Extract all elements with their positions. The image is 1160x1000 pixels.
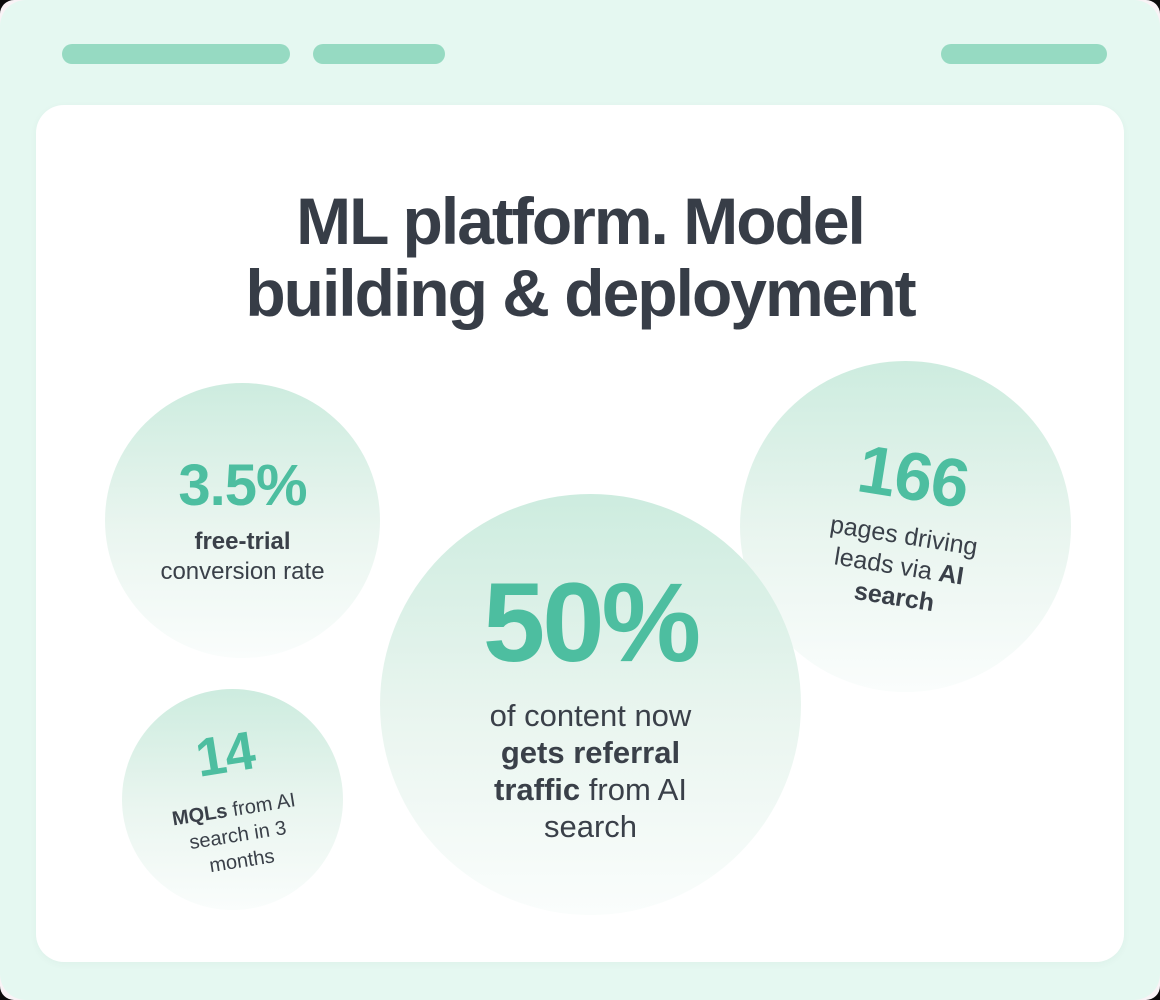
toolbar-pill-left bbox=[62, 44, 290, 64]
stat-caption-segment: of content now bbox=[489, 697, 692, 733]
stat-caption-segment: gets referral bbox=[500, 734, 681, 770]
stat-caption-segment: search bbox=[543, 808, 638, 844]
toolbar-pill-right bbox=[941, 44, 1107, 64]
stat-caption-segment: free-trial bbox=[194, 527, 291, 555]
stat-caption-segment: conversion rate bbox=[160, 557, 325, 585]
stat-value-mqls: 14 bbox=[191, 719, 259, 789]
stat-caption-line: free-trial bbox=[160, 527, 324, 557]
stat-caption-segment: from AI bbox=[580, 771, 687, 807]
stat-caption-line: traffic from AI bbox=[490, 771, 692, 808]
stat-caption-line: conversion rate bbox=[160, 557, 324, 587]
stat-caption-line: search bbox=[490, 808, 692, 845]
page-title-line-2: building & deployment bbox=[245, 256, 916, 330]
stat-value-pages-driving-leads: 166 bbox=[852, 430, 974, 523]
stat-caption-segment: AI bbox=[936, 558, 966, 591]
stat-caption-line: gets referral bbox=[490, 734, 692, 771]
page-title-line-1: ML platform. Model bbox=[296, 184, 866, 258]
stat-caption-segment: traffic bbox=[494, 771, 581, 807]
stat-value-free-trial: 3.5% bbox=[178, 452, 307, 518]
stat-caption-line: of content now bbox=[490, 697, 692, 734]
stat-value-referral-traffic: 50% bbox=[482, 559, 701, 685]
toolbar-pill-middle bbox=[313, 44, 445, 64]
